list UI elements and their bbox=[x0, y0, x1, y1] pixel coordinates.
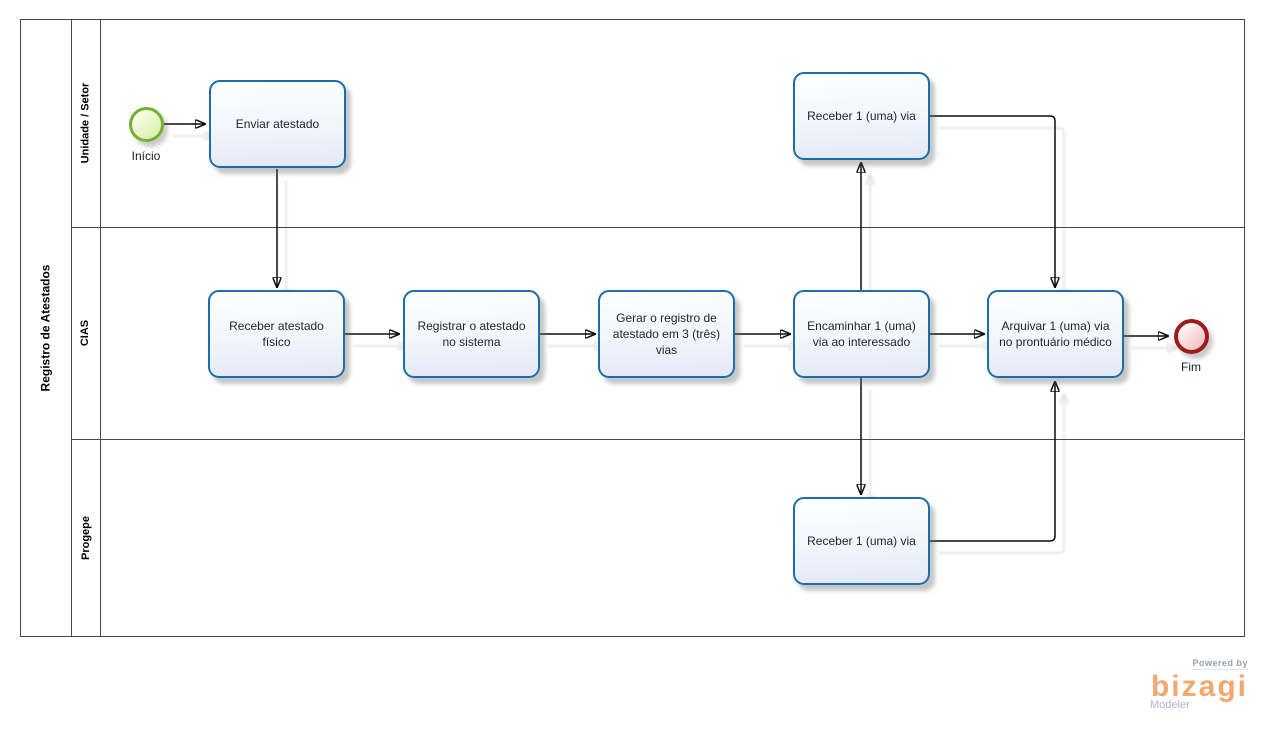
task-encaminhar-via[interactable]: Encaminhar 1 (uma) via ao interessado bbox=[793, 290, 930, 378]
bizagi-logo: Powered by bizagi Modeler bbox=[1148, 653, 1248, 711]
start-event-icon[interactable] bbox=[129, 107, 164, 142]
bizagi-product-text: Modeler bbox=[1150, 699, 1190, 711]
task-label: Enviar atestado bbox=[235, 116, 320, 131]
task-gerar-registro[interactable]: Gerar o registro de atestado em 3 (três)… bbox=[598, 290, 735, 378]
end-event-icon[interactable] bbox=[1174, 319, 1209, 354]
task-label: Receber atestado físico bbox=[229, 318, 324, 349]
lane-label-divider bbox=[100, 19, 101, 637]
powered-by-label: Powered by bbox=[1192, 658, 1248, 670]
task-label: Arquivar 1 (uma) via no prontuário médic… bbox=[999, 318, 1112, 349]
start-event-label: Início bbox=[131, 149, 161, 163]
task-receber-1-via-unidade[interactable]: Receber 1 (uma) via bbox=[793, 72, 930, 160]
task-label: Registrar o atestado no sistema bbox=[417, 318, 526, 349]
task-receber-1-via-progepe[interactable]: Receber 1 (uma) via bbox=[793, 497, 930, 585]
pool-label-divider bbox=[71, 19, 72, 637]
task-receber-atestado-fisico[interactable]: Receber atestado físico bbox=[208, 290, 345, 378]
task-label: Encaminhar 1 (uma) via ao interessado bbox=[807, 318, 916, 349]
task-arquivar-via[interactable]: Arquivar 1 (uma) via no prontuário médic… bbox=[987, 290, 1124, 378]
task-label: Gerar o registro de atestado em 3 (três)… bbox=[612, 310, 721, 358]
task-registrar-atestado[interactable]: Registrar o atestado no sistema bbox=[403, 290, 540, 378]
task-label: Receber 1 (uma) via bbox=[807, 108, 916, 123]
end-event-label: Fim bbox=[1181, 360, 1201, 374]
task-enviar-atestado[interactable]: Enviar atestado bbox=[209, 80, 346, 168]
lane-divider-2 bbox=[71, 439, 1245, 440]
task-label: Receber 1 (uma) via bbox=[807, 533, 916, 548]
pool-border bbox=[20, 19, 1245, 637]
lane-divider-1 bbox=[71, 227, 1245, 228]
bizagi-brand-text: bizagi bbox=[1150, 670, 1248, 703]
